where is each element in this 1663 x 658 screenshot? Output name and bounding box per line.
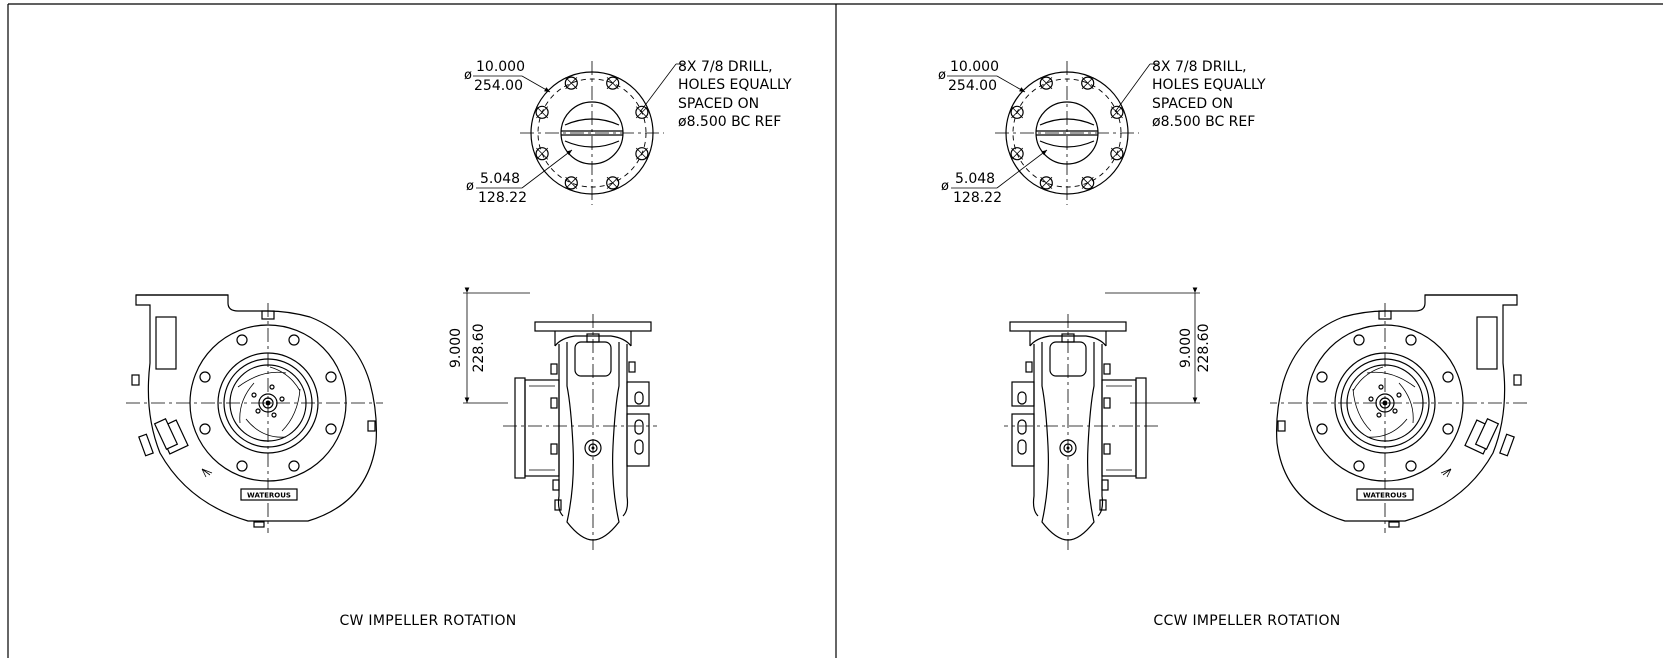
ccw-brand-plate: WATEROUS: [1356, 488, 1414, 501]
svg-text:254.00: 254.00: [474, 78, 523, 94]
svg-text:228.60: 228.60: [471, 324, 487, 373]
svg-text:WATEROUS: WATEROUS: [1363, 492, 1407, 500]
ccw-flange-top-view: [994, 60, 1140, 206]
ccw-flange-outer-diameter-dim: ø 10.000 254.00: [938, 59, 1026, 94]
svg-text:ø8.500 BC REF: ø8.500 BC REF: [1152, 114, 1255, 130]
cw-caption: CW IMPELLER ROTATION: [339, 613, 516, 629]
svg-text:5.048: 5.048: [955, 171, 995, 187]
svg-text:ø: ø: [938, 68, 946, 83]
svg-text:10.000: 10.000: [950, 59, 999, 75]
svg-text:ø: ø: [466, 179, 474, 194]
ccw-flange-inner-diameter-dim: ø 5.048 128.22: [941, 149, 1048, 206]
cw-side-view: [502, 313, 658, 551]
cw-panel: ø 10.000 254.00 ø 5.048 128.22 8X 7/8 DR…: [125, 59, 792, 629]
ccw-panel: ø 10.000 254.00 ø 5.048 128.22 8X 7/8 DR…: [938, 59, 1528, 629]
svg-text:228.60: 228.60: [1196, 324, 1212, 373]
svg-text:128.22: 128.22: [953, 190, 1002, 206]
svg-text:HOLES EQUALLY: HOLES EQUALLY: [678, 77, 792, 93]
ccw-side-view: [1003, 313, 1159, 551]
svg-text:ø: ø: [464, 68, 472, 83]
ccw-rotation-plate: [1474, 417, 1500, 451]
cw-flange-inner-diameter-dim: ø 5.048 128.22: [466, 149, 573, 206]
svg-text:SPACED ON: SPACED ON: [1152, 96, 1233, 112]
svg-text:8X 7/8 DRILL,: 8X 7/8 DRILL,: [678, 59, 773, 75]
svg-text:SPACED ON: SPACED ON: [678, 96, 759, 112]
svg-text:5.048: 5.048: [480, 171, 520, 187]
cw-drill-note: 8X 7/8 DRILL, HOLES EQUALLY SPACED ON ø8…: [639, 59, 792, 130]
svg-text:8X 7/8 DRILL,: 8X 7/8 DRILL,: [1152, 59, 1247, 75]
svg-text:254.00: 254.00: [948, 78, 997, 94]
svg-text:HOLES EQUALLY: HOLES EQUALLY: [1152, 77, 1266, 93]
svg-text:ø8.500 BC REF: ø8.500 BC REF: [678, 114, 781, 130]
ccw-drill-note: 8X 7/8 DRILL, HOLES EQUALLY SPACED ON ø8…: [1114, 59, 1266, 130]
cw-rotation-plate: [153, 417, 179, 451]
svg-text:128.22: 128.22: [478, 190, 527, 206]
svg-text:9.000: 9.000: [1178, 328, 1194, 368]
svg-text:ø: ø: [941, 179, 949, 194]
cw-brand-plate: WATEROUS: [240, 488, 298, 501]
svg-text:WATEROUS: WATEROUS: [247, 492, 291, 500]
cw-height-dim: 9.000 228.60: [448, 287, 530, 404]
ccw-caption: CCW IMPELLER ROTATION: [1153, 613, 1340, 629]
cw-flange-top-view: [519, 60, 665, 206]
svg-text:10.000: 10.000: [476, 59, 525, 75]
ccw-height-dim: 9.000 228.60: [1105, 287, 1212, 404]
svg-text:9.000: 9.000: [448, 328, 464, 368]
cw-flange-outer-diameter-dim: ø 10.000 254.00: [464, 59, 551, 94]
